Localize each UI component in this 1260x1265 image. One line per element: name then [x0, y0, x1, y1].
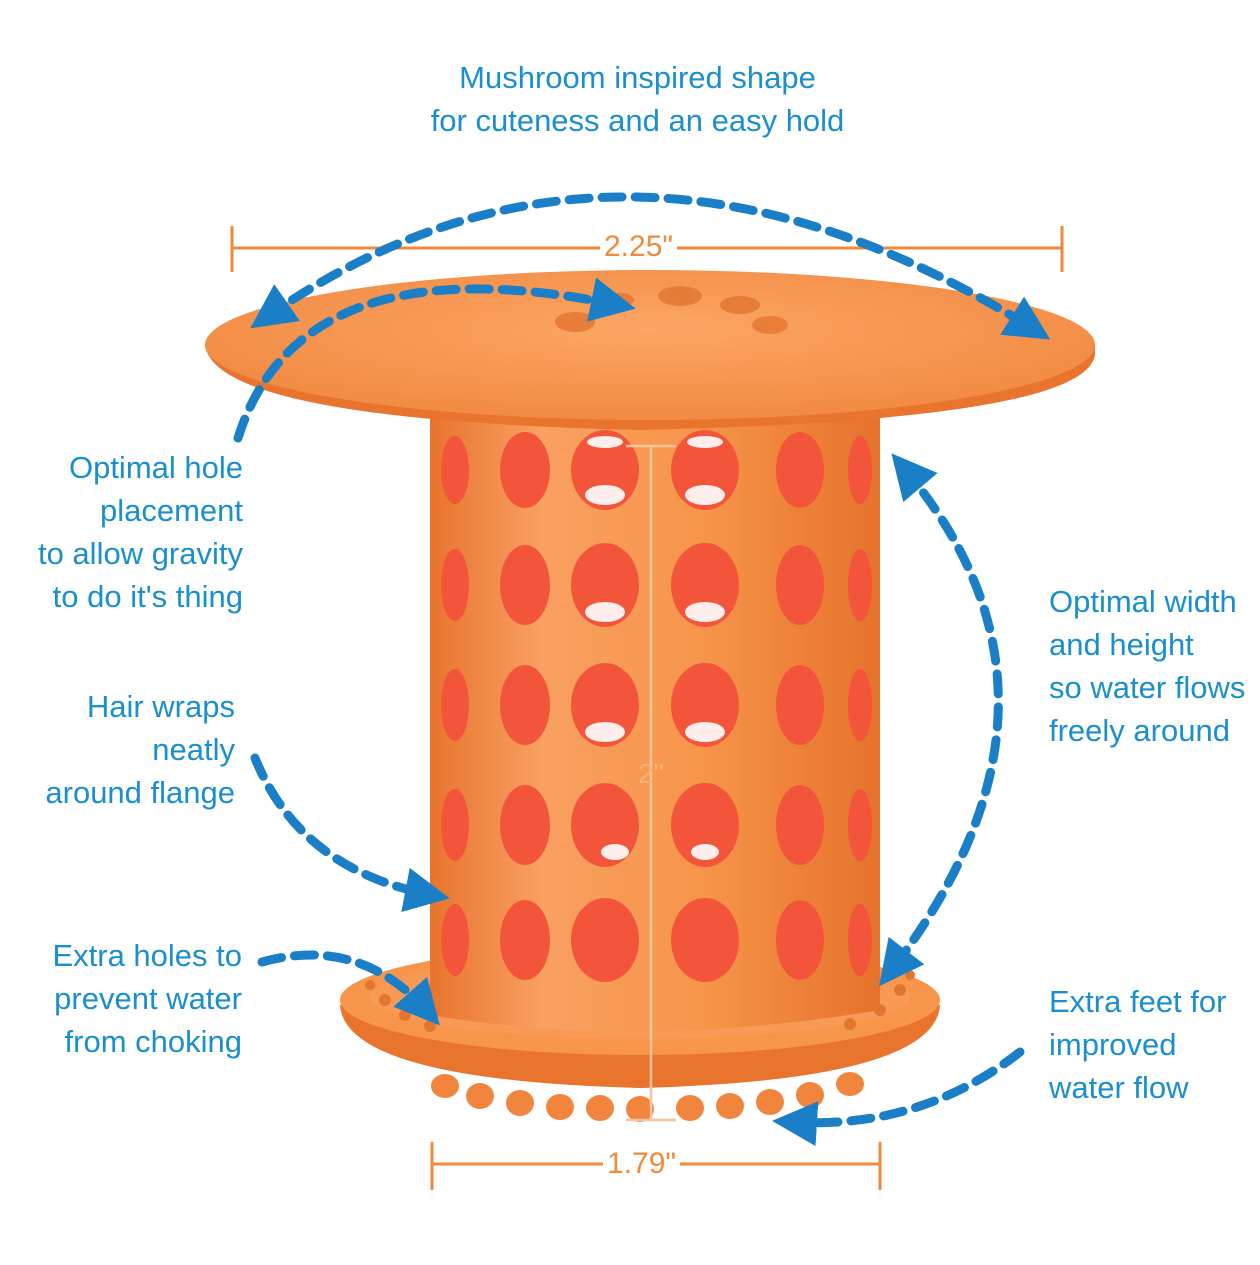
callout-arrows: [233, 192, 1051, 1147]
foot: [626, 1096, 654, 1122]
callout-line: to do it's thing: [52, 579, 243, 614]
callout-line: for cuteness and an easy hold: [430, 103, 845, 138]
callout-line: neatly: [152, 732, 235, 767]
callout-line: so water flows: [1049, 670, 1246, 705]
callout-line: around flange: [45, 775, 235, 810]
width-height-arrow: [879, 453, 1003, 987]
callout-line: freely around: [1049, 713, 1230, 748]
callout-line: to allow gravity: [37, 536, 243, 571]
top-width-label: 2.25": [600, 230, 678, 264]
foot: [676, 1095, 704, 1121]
callout-line: from choking: [64, 1024, 242, 1059]
callout-line: Mushroom inspired shape: [459, 60, 816, 95]
extra-holes-arrow: [257, 950, 440, 1026]
callout-line: prevent water: [54, 981, 242, 1016]
foot: [716, 1093, 744, 1119]
callout-line: Optimal width: [1049, 584, 1237, 619]
base-width-label: 1.79": [603, 1147, 681, 1181]
height-label: 2": [638, 758, 664, 789]
callout-line: placement: [99, 493, 243, 528]
mushroom-arrow: [250, 192, 1051, 340]
extra-holes-callout: Extra holes to prevent water from chokin…: [0, 934, 242, 1063]
callout-line: and height: [1049, 627, 1194, 662]
callout-line: Extra feet for: [1049, 984, 1227, 1019]
foot: [431, 1074, 459, 1098]
mushroom-cap: [205, 270, 1095, 430]
foot: [586, 1095, 614, 1121]
height-line: [626, 444, 676, 1122]
foot: [796, 1082, 824, 1108]
foot: [506, 1090, 534, 1116]
mushroom-callout: Mushroom inspired shape for cuteness and…: [360, 56, 915, 142]
extra-feet-arrow: [772, 1047, 1025, 1147]
foot: [836, 1072, 864, 1096]
foot: [546, 1094, 574, 1120]
hair-wraps-callout: Hair wraps neatly around flange: [0, 685, 235, 814]
hair-wraps-arrow: [250, 753, 450, 913]
foot: [466, 1083, 494, 1109]
callout-line: Extra holes to: [52, 938, 242, 973]
callout-line: water flow: [1049, 1070, 1189, 1105]
width-height-callout: Optimal width and height so water flows …: [1049, 580, 1260, 752]
foot: [756, 1089, 784, 1115]
callout-line: Hair wraps: [86, 689, 235, 724]
callout-line: Optimal hole: [68, 450, 243, 485]
extra-feet-callout: Extra feet for improved water flow: [1049, 980, 1260, 1109]
callout-line: improved: [1049, 1027, 1177, 1062]
hole-placement-arrow: [233, 277, 636, 443]
cylinder-body: [430, 380, 880, 1032]
hole-placement-callout: Optimal hole placement to allow gravity …: [0, 446, 243, 618]
